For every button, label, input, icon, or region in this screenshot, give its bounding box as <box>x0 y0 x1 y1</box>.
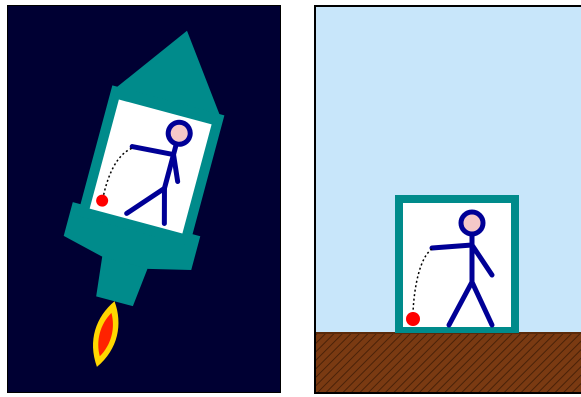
rocket-scene <box>7 5 281 393</box>
stick-figure-icon <box>124 119 193 226</box>
stick-figure-icon <box>429 209 495 328</box>
ground-icon <box>314 333 581 394</box>
rocket-icon <box>63 30 225 367</box>
ball-icon <box>96 194 109 207</box>
ground-scene <box>314 5 581 394</box>
flame-icon <box>93 301 119 367</box>
ground-panel <box>314 5 581 394</box>
panel-border <box>314 5 581 394</box>
ball-icon <box>406 312 420 326</box>
rocket-panel <box>7 5 281 393</box>
